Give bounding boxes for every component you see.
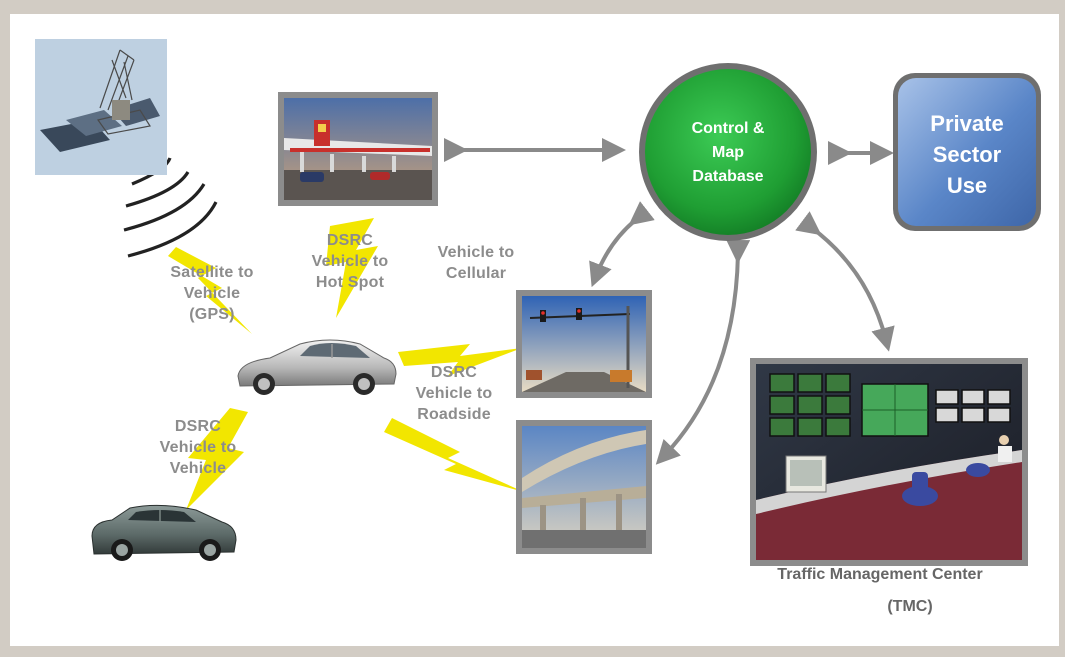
- highway-interchange-photo: [516, 420, 652, 554]
- label-vehicle-to-cellular: Vehicle to Cellular: [437, 244, 515, 282]
- tmc-abbreviation: (TMC): [887, 598, 933, 615]
- label-vehicle-to-roadside: DSRC Vehicle to Roadside: [415, 364, 493, 423]
- lightning-hotspot-icon: [326, 218, 378, 318]
- lightning-roadside-icon: [384, 418, 524, 492]
- silver-sedan: [237, 339, 397, 395]
- traffic-signal-photo: [516, 290, 652, 398]
- control-database-label: Control & Map Database: [691, 120, 765, 185]
- label-vehicle-to-vehicle: DSRC Vehicle to Vehicle: [159, 418, 237, 477]
- private-sector-label: Private Sector Use: [930, 111, 1004, 198]
- lightning-cellular-icon: [398, 344, 522, 376]
- satellite-image: [35, 39, 167, 175]
- lightning-satellite-icon: [168, 247, 252, 334]
- tmc-title: Traffic Management Center: [777, 566, 983, 583]
- gas-station-photo: [278, 92, 438, 206]
- green-sedan: [91, 504, 237, 561]
- connector-arrows: [444, 138, 895, 465]
- label-satellite-to-vehicle: Satellite to Vehicle (GPS): [170, 264, 254, 323]
- arrow-control-to-tmc: [795, 211, 895, 352]
- lightning-v2v-icon: [186, 408, 248, 510]
- label-vehicle-to-hot-spot: DSRC Vehicle to Hot Spot: [311, 232, 389, 291]
- control-map-database-node: [639, 63, 817, 241]
- tmc-control-room-photo: [750, 358, 1028, 566]
- private-sector-use-node: [893, 73, 1041, 231]
- arrow-control-to-signal: [589, 201, 655, 288]
- arrow-control-to-highway: [655, 239, 751, 465]
